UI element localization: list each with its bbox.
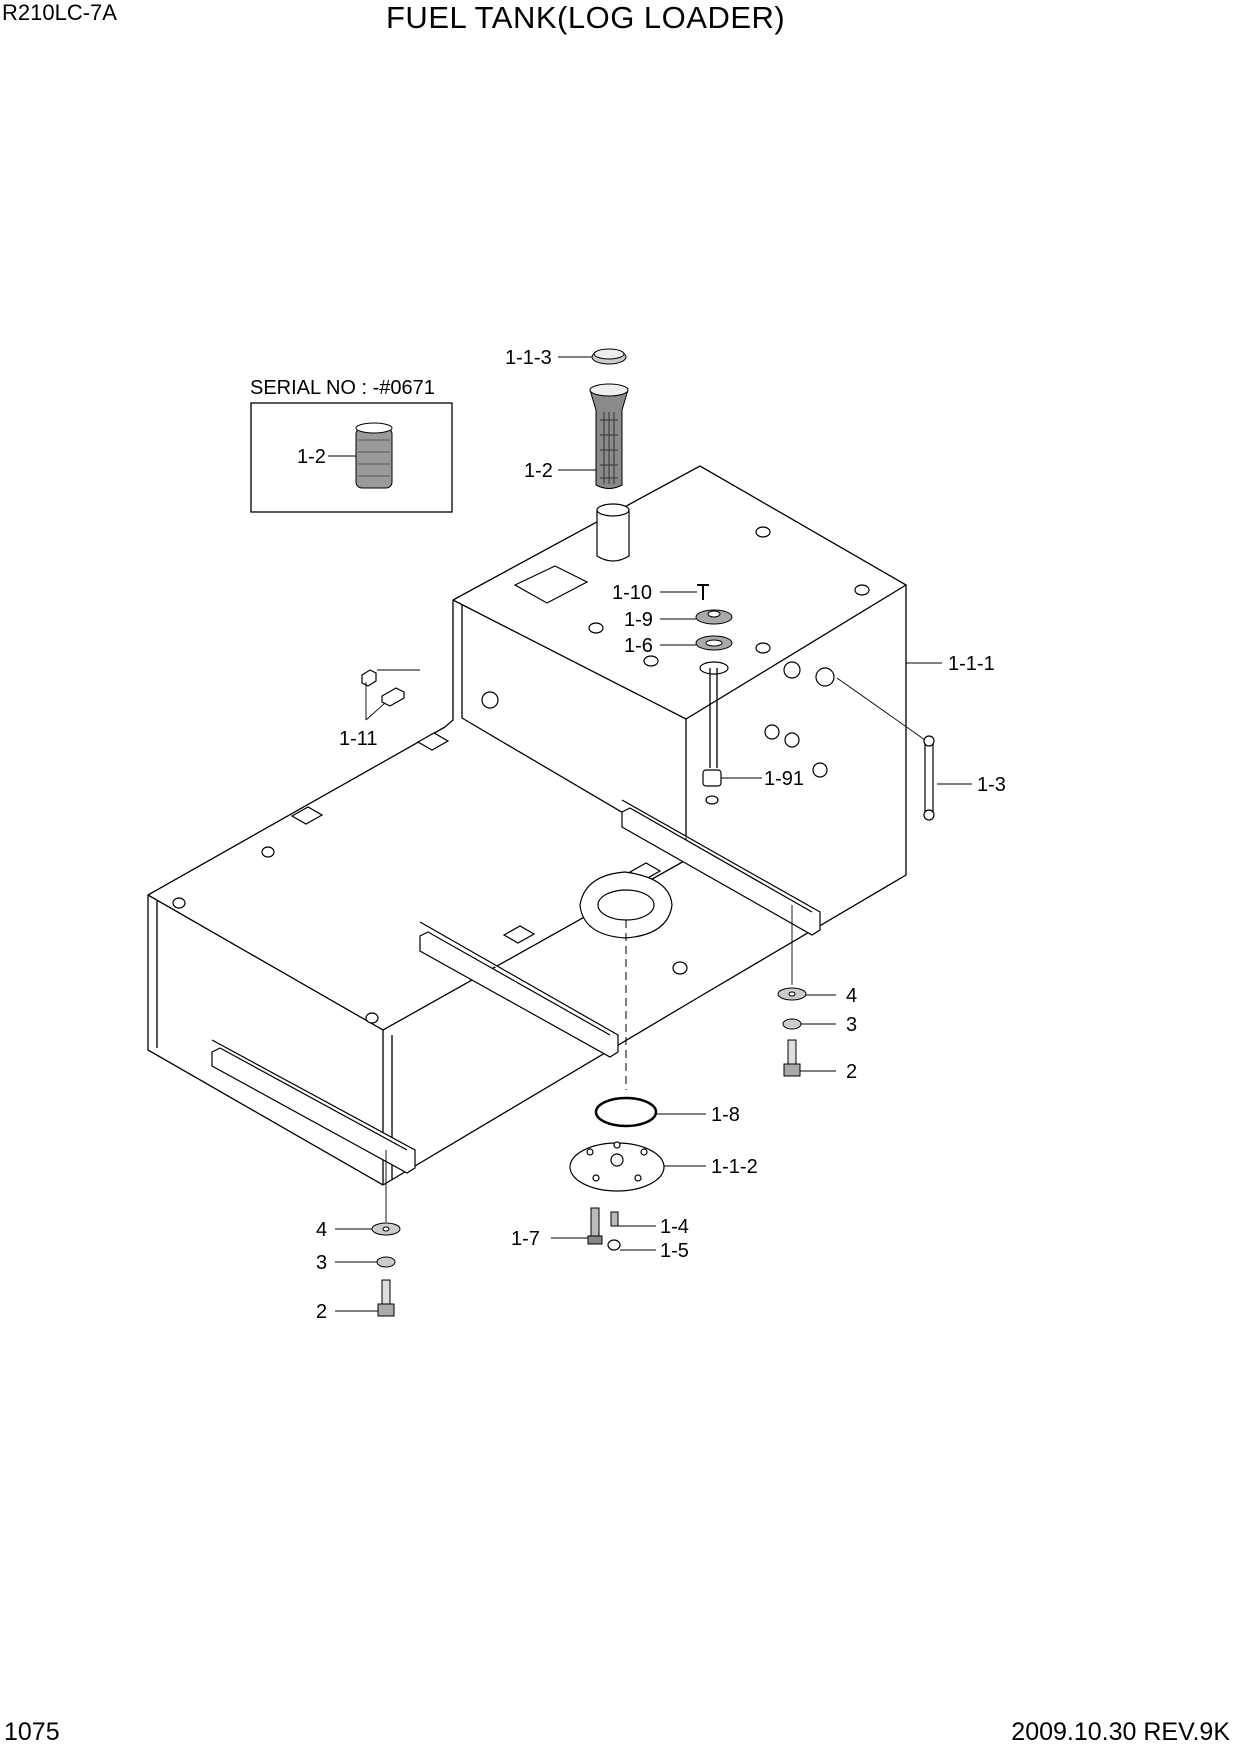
callout-1-3: 1-3 <box>977 774 1006 796</box>
callout-4-right: 4 <box>846 985 857 1007</box>
callout-3-right: 3 <box>846 1014 857 1036</box>
left-mount-hardware <box>371 1150 401 1317</box>
o-ring-1-8 <box>594 1096 658 1128</box>
model-code: R210LC-7A <box>2 0 117 25</box>
revision-date: 2009.10.30 REV.9K <box>1011 1718 1230 1746</box>
callout-1-10: 1-10 <box>612 582 652 604</box>
callout-1-11: 1-11 <box>339 728 378 750</box>
callout-2-right: 2 <box>846 1061 857 1083</box>
callout-1-8: 1-8 <box>711 1104 740 1126</box>
callout-1-4: 1-4 <box>660 1216 689 1238</box>
callout-1-1-2: 1-1-2 <box>711 1156 758 1178</box>
callout-2-left: 2 <box>316 1301 327 1323</box>
bottom-cover-1-1-2 <box>569 1141 665 1192</box>
callout-3-left: 3 <box>316 1252 327 1274</box>
leader-lines <box>335 356 972 1312</box>
serial-inset: SERIAL NO : -#0671 1-2 <box>250 377 453 513</box>
strainer-1-2 <box>589 383 629 489</box>
callout-1-91: 1-91 <box>764 768 804 790</box>
right-mount-hardware <box>777 905 807 1077</box>
callout-1-6: 1-6 <box>624 635 653 657</box>
callout-4-left: 4 <box>316 1219 327 1241</box>
callout-1-2: 1-2 <box>524 460 553 482</box>
page-title: FUEL TANK(LOG LOADER) <box>386 0 786 35</box>
drain-parts <box>587 1207 621 1251</box>
inset-frame <box>250 402 453 513</box>
callout-1-1-1: 1-1-1 <box>948 653 995 675</box>
callout-1-1-3: 1-1-3 <box>505 347 552 369</box>
callout-1-7: 1-7 <box>511 1228 540 1250</box>
page-number: 1075 <box>4 1718 60 1746</box>
level-gauge-1-3 <box>836 677 935 821</box>
inset-callout-1-2: 1-2 <box>297 446 326 468</box>
callout-1-5: 1-5 <box>660 1240 689 1262</box>
inset-strainer-icon <box>355 422 393 489</box>
callouts: 1-1-3 1-2 1-10 1-9 1-6 1-1-1 1-11 1-91 1… <box>316 347 1006 1323</box>
inset-caption: SERIAL NO : -#0671 <box>250 377 435 399</box>
cap-1-1-3 <box>591 348 627 365</box>
plugs-1-11 <box>361 669 420 721</box>
mount-rails <box>211 799 821 1174</box>
callout-1-9: 1-9 <box>624 609 653 631</box>
fuel-tank-body <box>147 465 907 1186</box>
